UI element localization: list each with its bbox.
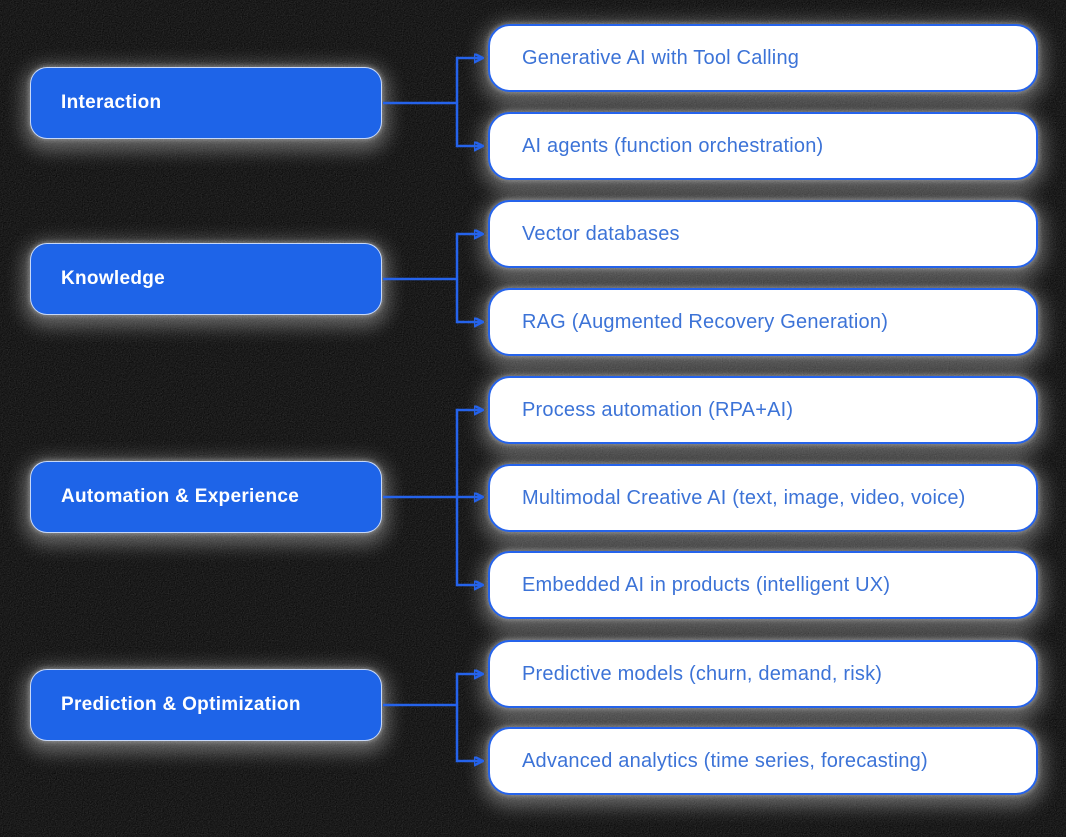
item-label: Vector databases [522,222,680,245]
item-node-predictive-models: Predictive models (churn, demand, risk) [488,640,1038,708]
item-node-multimodal-creative-ai: Multimodal Creative AI (text, image, vid… [488,464,1038,532]
category-label: Automation & Experience [61,486,300,507]
connector-group-interaction [383,58,482,146]
item-label: Process automation (RPA+AI) [522,398,794,421]
category-node-knowledge: Knowledge [30,243,382,315]
item-node-generative-ai-tool-calling: Generative AI with Tool Calling [488,24,1038,92]
connector-group-automation-experience [383,410,482,585]
item-node-rag: RAG (Augmented Recovery Generation) [488,288,1038,356]
category-label: Prediction & Optimization [61,694,301,715]
item-label: Advanced analytics (time series, forecas… [522,749,928,772]
item-label: AI agents (function orchestration) [522,134,824,157]
item-node-ai-agents: AI agents (function orchestration) [488,112,1038,180]
item-label: Embedded AI in products (intelligent UX) [522,573,891,596]
category-node-prediction-optimization: Prediction & Optimization [30,669,382,741]
item-node-process-automation: Process automation (RPA+AI) [488,376,1038,444]
item-label: Generative AI with Tool Calling [522,46,800,69]
connector-group-knowledge [383,234,482,322]
category-label: Interaction [61,92,162,113]
item-node-embedded-ai-products: Embedded AI in products (intelligent UX) [488,551,1038,619]
item-label: Multimodal Creative AI (text, image, vid… [522,486,966,509]
item-label: Predictive models (churn, demand, risk) [522,662,883,685]
item-node-vector-databases: Vector databases [488,200,1038,268]
category-node-interaction: Interaction [30,67,382,139]
category-node-automation-experience: Automation & Experience [30,461,382,533]
connector-group-prediction-optimization [383,674,482,761]
item-node-advanced-analytics: Advanced analytics (time series, forecas… [488,727,1038,795]
category-label: Knowledge [61,268,166,289]
item-label: RAG (Augmented Recovery Generation) [522,310,889,333]
